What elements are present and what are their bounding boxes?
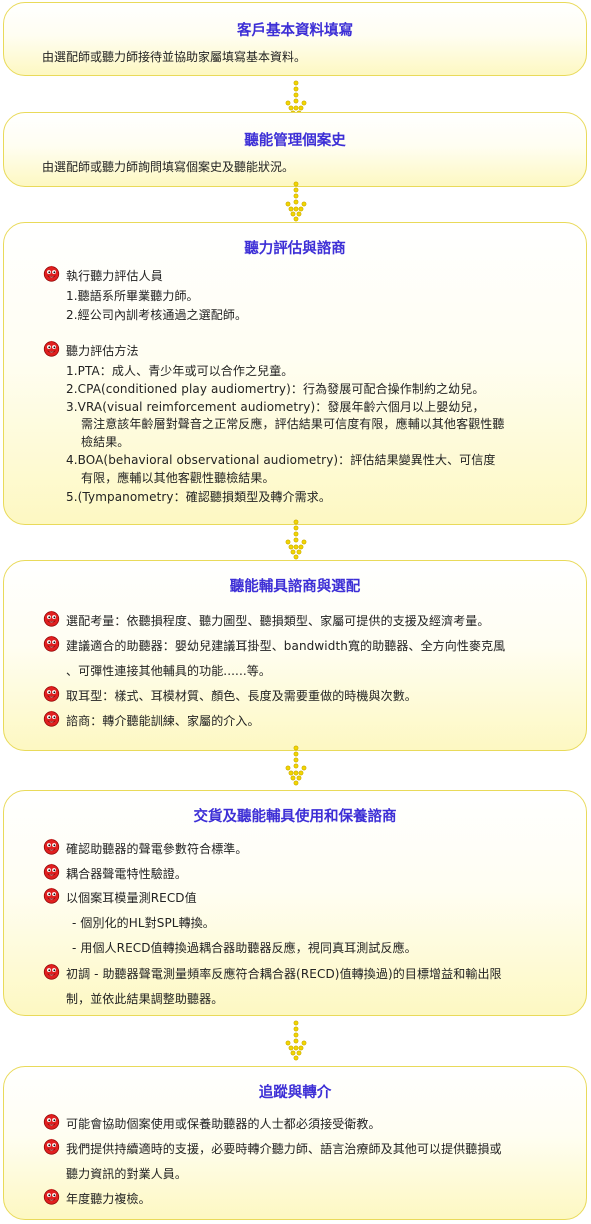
delivery-line: 制，並依此結果調整助聽器。 [66, 992, 224, 1006]
fitting-line: 選配考量：依聽損程度、聽力圖型、聽損類型、家屬可提供的支援及經濟考量。 [66, 614, 490, 628]
assessment-line: 執行聽力評估人員 [66, 269, 163, 283]
assessment-line: 1.聽語系所畢業聽力師。 [66, 289, 199, 303]
yellow-dotted-arrow-icon [284, 181, 308, 225]
delivery-line: 耦合器聲電特性驗證。 [66, 867, 188, 881]
red-face-icon [43, 340, 60, 357]
red-face-icon [43, 635, 60, 652]
section-title: 聽能輔具諮商與選配 [229, 579, 361, 595]
red-face-icon [43, 863, 60, 880]
yellow-dotted-arrow-icon [284, 1020, 308, 1064]
assessment-line: 5.(Tympanometry：確認聽損類型及轉介需求。 [66, 490, 331, 504]
red-face-icon [43, 610, 60, 627]
section-title: 聽能管理個案史 [244, 133, 346, 149]
red-face-icon [43, 838, 60, 855]
yellow-dotted-arrow-icon [284, 745, 308, 789]
assessment-line: 3.VRA(visual reimforcement audiometry)：發… [66, 400, 485, 414]
assessment-line: 有限，應輔以其他客觀性聽檢結果。 [81, 471, 275, 485]
section-title: 聽力評估與諮商 [244, 241, 346, 257]
red-face-icon [43, 887, 60, 904]
assessment-line: 2.CPA(conditioned play audiomertry)：行為發展… [66, 382, 485, 396]
section-description: 由選配師或聽力師詢問填寫個案史及聽能狀況。 [42, 160, 295, 174]
section-hearing-assessment: 聽力評估與諮商 執行聽力評估人員 1.聽語系所畢業聽力師。 2.經公司內訓考核通… [3, 222, 587, 525]
assessment-line: 檢結果。 [81, 435, 130, 449]
delivery-line: 初調 - 助聽器聲電測量頻率反應符合耦合器(RECD)值轉換過)的目標增益和輸出… [66, 967, 502, 981]
section-follow-up-and-referral: 追蹤與轉介 可能會協助個案使用或保養助聽器的人士都必須接受衛教。 我們提供持續適… [3, 1066, 587, 1220]
red-face-icon [43, 1138, 60, 1155]
fitting-line: 諮商：轉介聽能訓練、家屬的介入。 [66, 714, 260, 728]
fitting-line: 取耳型：樣式、耳模材質、顏色、長度及需要重做的時機與次數。 [66, 689, 417, 703]
section-client-basic-info: 客戶基本資料填寫 由選配師或聽力師接待並協助家屬填寫基本資料。 [3, 2, 587, 76]
fitting-line: 、可彈性連接其他輔具的功能......等。 [66, 664, 271, 678]
section-hearing-aid-fitting: 聽能輔具諮商與選配 選配考量：依聽損程度、聽力圖型、聽損類型、家屬可提供的支援及… [3, 560, 587, 751]
delivery-line: 確認助聽器的聲電參數符合標準。 [66, 842, 248, 856]
red-face-icon [43, 963, 60, 980]
red-face-icon [43, 685, 60, 702]
red-face-icon [43, 1188, 60, 1205]
delivery-line: 以個案耳模量測RECD值 [66, 891, 197, 905]
delivery-line: - 用個人RECD值轉換過耦合器助聽器反應，視同真耳測試反應。 [72, 941, 417, 955]
assessment-line: 1.PTA：成人、青少年或可以合作之兒童。 [66, 364, 294, 378]
assessment-line: 2.經公司內訓考核通過之選配師。 [66, 308, 248, 322]
assessment-line: 聽力評估方法 [66, 344, 139, 358]
fitting-line: 建議適合的助聽器：嬰幼兒建議耳掛型、bandwidth寬的助聽器、全方向性麥克風 [66, 639, 506, 653]
delivery-line: - 個別化的HL對SPL轉換。 [72, 916, 215, 930]
follow-up-line: 聽力資訊的對業人員。 [66, 1167, 188, 1181]
section-hearing-case-history: 聽能管理個案史 由選配師或聽力師詢問填寫個案史及聽能狀況。 [3, 112, 587, 187]
red-face-icon [43, 710, 60, 727]
section-title: 交貨及聽能輔具使用和保養諮商 [193, 809, 397, 825]
section-delivery-and-maintenance: 交貨及聽能輔具使用和保養諮商 確認助聽器的聲電參數符合標準。 耦合器聲電特性驗證… [3, 790, 587, 1016]
section-title: 客戶基本資料填寫 [237, 23, 353, 39]
follow-up-line: 可能會協助個案使用或保養助聽器的人士都必須接受衛教。 [66, 1117, 381, 1131]
assessment-line: 4.BOA(behavioral observational audiometr… [66, 453, 496, 467]
red-face-icon [43, 265, 60, 282]
follow-up-line: 我們提供持續適時的支援，必要時轉介聽力師、語言治療師及其他可以提供聽損或 [66, 1142, 502, 1156]
section-title: 追蹤與轉介 [258, 1085, 332, 1101]
section-description: 由選配師或聽力師接待並協助家屬填寫基本資料。 [42, 50, 307, 64]
yellow-dotted-arrow-icon [284, 519, 308, 563]
assessment-line: 需注意該年齡層對聲音之正常反應，評估結果可信度有限，應輔以其他客觀性聽 [81, 417, 505, 431]
red-face-icon [43, 1113, 60, 1130]
follow-up-line: 年度聽力複檢。 [66, 1192, 151, 1206]
